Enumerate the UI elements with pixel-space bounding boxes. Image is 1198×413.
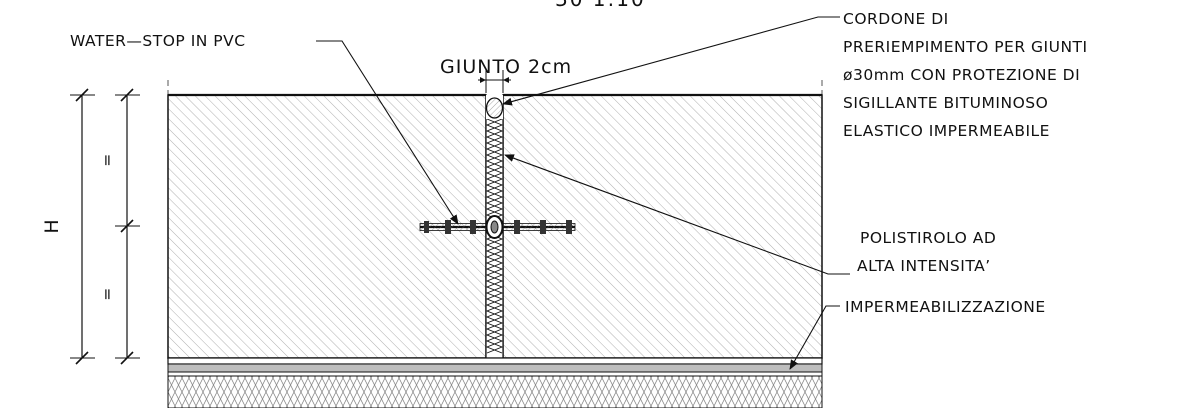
joint-width-label: GIUNTO 2cm [440,56,572,78]
scale-title-fragment: 30 1:10 [555,0,646,11]
svg-text:CORDONE DI: CORDONE DI [843,10,949,28]
svg-text:ELASTICO IMPERMEABILE: ELASTICO IMPERMEABILE [843,122,1050,140]
height-label: H [41,218,63,233]
height-dimension [70,88,95,365]
waterproofing-leader [789,305,840,370]
split-dimension [115,88,140,365]
cordone-label: CORDONE DI PRERIEMPIMENTO PER GIUNTI ø30… [843,10,1088,140]
equal-mark-top: = [98,153,116,167]
pvc-water-stop [419,215,576,239]
cordone-leader [502,16,840,106]
sealing-cord [485,95,504,119]
joint-width-dimension [478,70,511,93]
svg-text:PRERIEMPIMENTO PER GIUNTI: PRERIEMPIMENTO PER GIUNTI [843,38,1088,56]
waterproofing-layer [167,357,823,377]
water-stop-leader [316,40,459,225]
subgrade-fill [167,375,823,409]
svg-text:ø30mm CON PROTEZIONE DI: ø30mm CON PROTEZIONE DI [843,66,1080,84]
svg-text:POLISTIROLO AD: POLISTIROLO AD [860,229,996,247]
waterproofing-label: IMPERMEABILIZZAZIONE [845,298,1046,316]
polystyrene-leader [504,154,850,275]
equal-mark-bottom: = [98,287,116,301]
polystyrene-label: POLISTIROLO AD ALTA INTENSITA’ [857,229,996,275]
svg-text:SIGILLANTE BITUMINOSO: SIGILLANTE BITUMINOSO [843,94,1048,112]
svg-text:ALTA INTENSITA’: ALTA INTENSITA’ [857,257,991,275]
water-stop-label: WATER—STOP IN PVC [70,32,246,50]
